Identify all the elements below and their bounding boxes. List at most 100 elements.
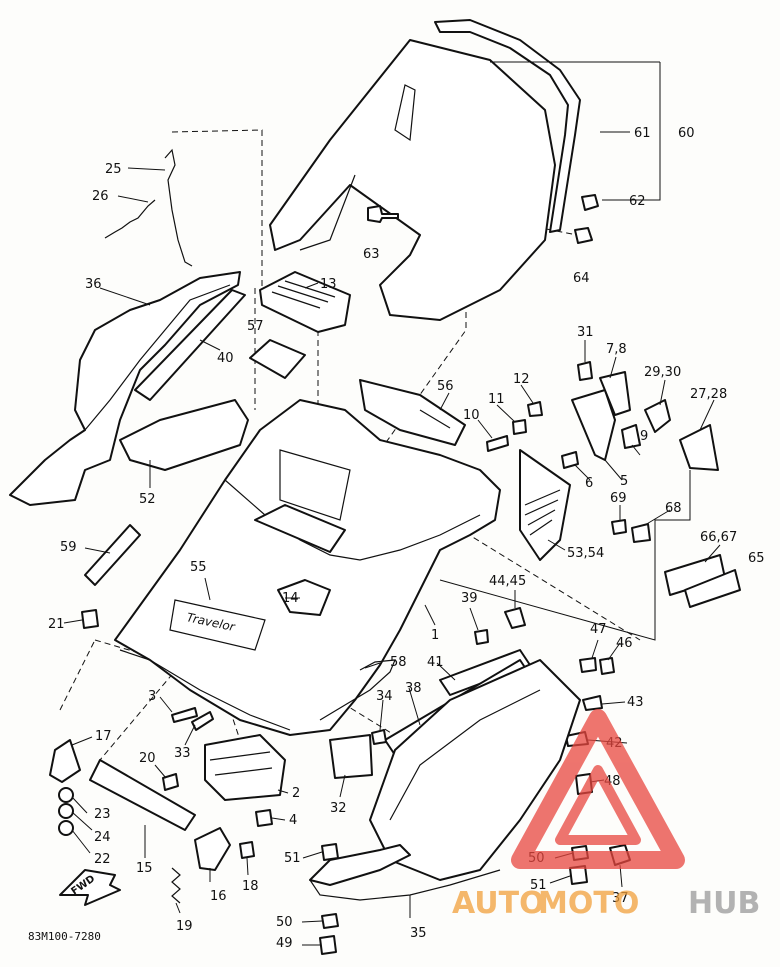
part-29-30-knob [644, 399, 671, 433]
watermark-logo: AUTO MOTO HUB [452, 709, 760, 921]
part-33-pin [191, 711, 214, 731]
callout-7-8: 7,8 [606, 342, 627, 357]
part-44-45-clip [504, 607, 526, 629]
part-17-bracket [49, 739, 81, 783]
callout-52: 52 [139, 492, 156, 507]
callout-64: 64 [573, 271, 590, 286]
callout-40: 40 [217, 351, 234, 366]
callout-1: 1 [431, 628, 439, 643]
part-25-cable [164, 148, 193, 267]
callout-60: 60 [678, 126, 695, 141]
part-22-nut [58, 820, 74, 836]
callout-15: 15 [136, 861, 153, 876]
part-16-handle [194, 827, 231, 871]
callout-51-upper: 51 [284, 851, 301, 866]
part-10-bolt [486, 435, 509, 452]
callout-17: 17 [95, 729, 112, 744]
part-39-clip [474, 629, 489, 645]
callout-21: 21 [48, 617, 65, 632]
part-43-bolt [582, 695, 603, 711]
callout-39: 39 [461, 591, 478, 606]
callout-58: 58 [390, 655, 407, 670]
callout-41: 41 [427, 655, 444, 670]
part-51-nut-upper [321, 843, 339, 861]
callout-62: 62 [629, 194, 646, 209]
part-57-pad [249, 339, 306, 379]
part-64-nut [574, 227, 593, 244]
part-46-bolt [599, 657, 615, 675]
part-14-grommet [277, 579, 331, 616]
part-2-latch [204, 734, 286, 801]
callout-24: 24 [94, 830, 111, 845]
callout-56: 56 [437, 379, 454, 394]
callout-37: 37 [612, 891, 629, 906]
callout-11: 11 [488, 392, 505, 407]
callout-25: 25 [105, 162, 122, 177]
part-18-bolt [239, 841, 255, 859]
callout-44-45: 44,45 [489, 574, 526, 589]
callout-9: 9 [640, 429, 648, 444]
watermark-part3: HUB [688, 886, 760, 921]
part-35-belly-pan [309, 659, 581, 901]
callout-47: 47 [590, 622, 607, 637]
callout-43: 43 [627, 695, 644, 710]
part-12-nut [527, 401, 543, 417]
part-6-nut [561, 451, 579, 469]
callout-61: 61 [634, 126, 651, 141]
part-21-bolt [81, 609, 99, 629]
callout-29-30: 29,30 [644, 365, 681, 380]
callout-23: 23 [94, 807, 111, 822]
part-11-washer [512, 419, 527, 435]
windshield [269, 19, 581, 321]
part-53-louvre [519, 449, 571, 561]
fwd-arrow-icon [59, 869, 121, 906]
callout-34: 34 [376, 689, 393, 704]
callout-46: 46 [616, 636, 633, 651]
part-34-grommet [371, 729, 387, 745]
callout-66-67: 66,67 [700, 530, 737, 545]
watermark-part2: MOTO [538, 886, 639, 921]
callout-31: 31 [577, 325, 594, 340]
part-40-trim [134, 289, 246, 401]
part-13-grille [259, 271, 351, 333]
part-63-screw [367, 205, 399, 223]
callout-65: 65 [748, 551, 765, 566]
callout-35: 35 [410, 926, 427, 941]
part-31-knob [577, 361, 593, 381]
callout-5: 5 [620, 474, 628, 489]
callout-50-lower: 50 [276, 915, 293, 930]
part-32-block [329, 734, 373, 779]
callout-57: 57 [247, 319, 264, 334]
callout-22: 22 [94, 852, 111, 867]
callout-19: 19 [176, 919, 193, 934]
part-4-nut [255, 809, 273, 827]
part-23-washer [58, 787, 74, 803]
callout-2: 2 [292, 786, 300, 801]
callout-38: 38 [405, 681, 422, 696]
callout-32: 32 [330, 801, 347, 816]
part-24-washer [58, 803, 74, 819]
callout-4: 4 [289, 813, 297, 828]
part-69-nut [611, 519, 627, 535]
callout-53-54: 53,54 [567, 546, 604, 561]
part-15-bar [89, 759, 196, 831]
callout-33: 33 [174, 746, 191, 761]
callout-49: 49 [276, 936, 293, 951]
callout-69: 69 [610, 491, 627, 506]
callout-63: 63 [363, 247, 380, 262]
callout-36: 36 [85, 277, 102, 292]
watermark-part1: AUTO [452, 886, 545, 921]
part-26-spring [104, 199, 156, 239]
callout-6: 6 [585, 476, 593, 491]
part-56-vent [359, 379, 466, 446]
callout-16: 16 [210, 889, 227, 904]
part-49-bolt [319, 935, 337, 955]
part-68-washer [631, 523, 651, 543]
callout-59: 59 [60, 540, 77, 555]
part-19-spring [171, 867, 181, 904]
callout-55: 55 [190, 560, 207, 575]
leader-lines [63, 61, 721, 946]
part-5-bracket [571, 389, 616, 461]
callout-18: 18 [242, 879, 259, 894]
